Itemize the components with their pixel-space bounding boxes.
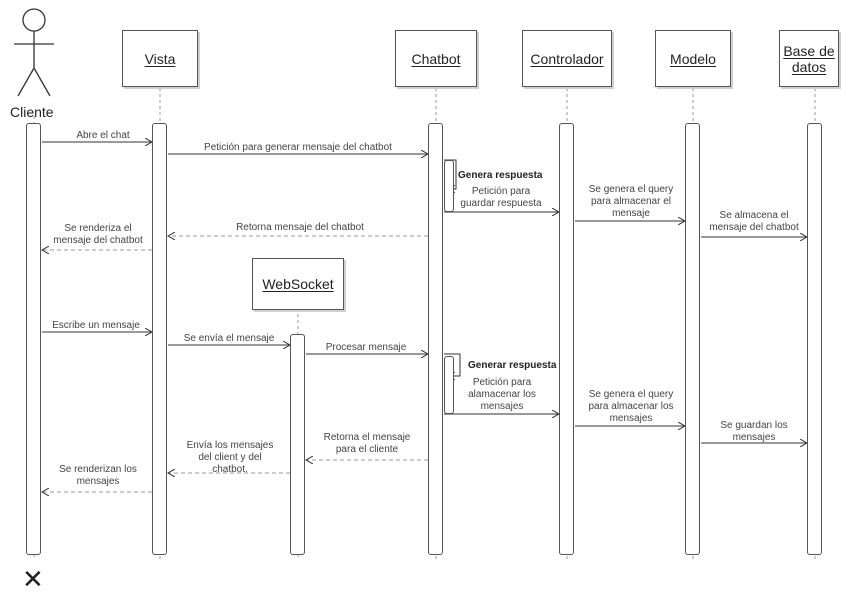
label-generar-respuesta: Generar respuesta: [468, 360, 557, 371]
activation-chatbot-self-2: [444, 356, 454, 414]
participant-modelo-label: Modelo: [670, 50, 716, 67]
label-retorna-cliente: Retorna el mensaje para el cliente: [323, 432, 411, 455]
participant-controlador: Controlador: [522, 30, 612, 87]
label-renderiza: Se renderiza el mensaje del chatbot: [53, 223, 143, 246]
activation-base-datos: [807, 123, 822, 555]
activation-vista: [152, 123, 167, 555]
participant-base-datos-label: Base de datos: [783, 42, 835, 75]
activation-controlador: [559, 123, 574, 555]
label-renderizan: Se renderizan los mensajes: [59, 464, 137, 487]
activation-cliente: [26, 123, 41, 555]
activation-chatbot-self-1: [444, 160, 454, 212]
label-genera-respuesta: Genera respuesta: [458, 170, 543, 181]
label-envia: Se envía el mensaje: [183, 333, 275, 344]
label-escribe: Escribe un mensaje: [52, 320, 140, 331]
label-retorna-chatbot: Retorna mensaje del chatbot: [236, 222, 364, 233]
label-peticion-generar: Petición para generar mensaje del chatbo…: [204, 142, 392, 153]
label-envia-mensajes: Envía los mensajes del client y del chat…: [186, 440, 274, 475]
label-peticion-guardar: Petición para guardar respuesta: [460, 186, 542, 209]
actor-stick-figure: [14, 8, 54, 97]
solid-messages: [42, 142, 807, 443]
return-messages: [42, 236, 428, 492]
label-query-1: Se genera el query para almacenar el men…: [588, 184, 674, 219]
participant-modelo: Modelo: [655, 30, 731, 87]
label-almacena: Se almacena el mensaje del chatbot: [709, 210, 799, 233]
activation-modelo: [685, 123, 700, 555]
participant-chatbot: Chatbot: [395, 30, 477, 87]
participant-controlador-label: Controlador: [530, 50, 604, 67]
actor-label: Cliente: [10, 104, 54, 120]
label-query-2: Se genera el query para almacenar los me…: [588, 389, 674, 424]
self-call-generar: [444, 353, 461, 376]
activation-websocket: [290, 334, 305, 555]
label-peticion-almacenar: Petición para alamacenar los mensajes: [468, 377, 536, 412]
label-abre-chat: Abre el chat: [76, 130, 130, 141]
participant-websocket-label: WebSocket: [262, 276, 334, 292]
participant-websocket: WebSocket: [252, 258, 344, 310]
label-procesar: Procesar mensaje: [325, 342, 407, 353]
label-guardan: Se guardan los mensajes: [720, 420, 788, 443]
participant-chatbot-label: Chatbot: [411, 50, 461, 67]
participant-vista: Vista: [122, 30, 198, 87]
activation-chatbot: [428, 123, 443, 555]
participant-base-datos: Base de datos: [779, 30, 839, 87]
destroy-marker-icon: ✕: [22, 564, 44, 594]
participant-vista-label: Vista: [144, 50, 176, 67]
